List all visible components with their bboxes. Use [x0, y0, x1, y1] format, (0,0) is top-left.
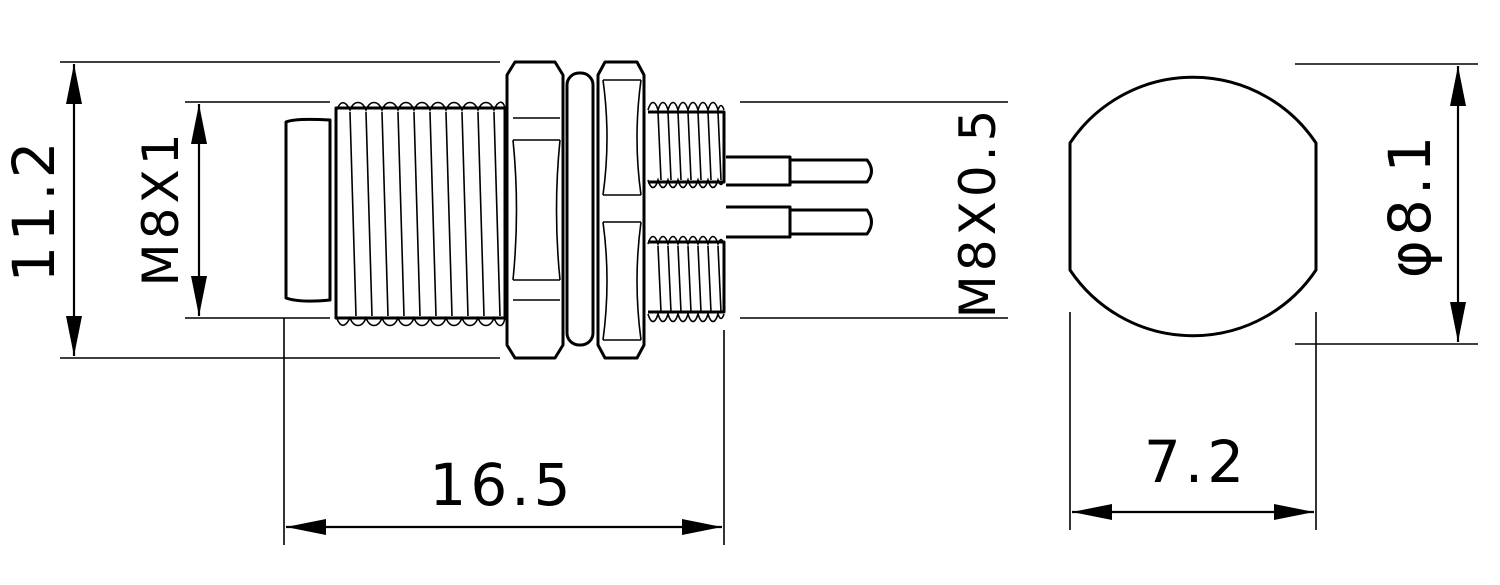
- contact-pins: [726, 155, 873, 239]
- dimension-label-front-thread: M8X1: [132, 129, 190, 286]
- o-ring: [565, 71, 595, 347]
- front-cap: [284, 117, 332, 303]
- dimension-11-2: 11.2: [0, 64, 82, 356]
- dimension-7-2: 7.2: [1072, 428, 1314, 520]
- dimension-m8x1: M8X1: [132, 104, 207, 316]
- dimension-label-overall-height: 11.2: [0, 137, 68, 282]
- side-view: 11.2 M8X1 M8X0.5 16.5: [0, 60, 1008, 545]
- front-view-outline: [1068, 75, 1318, 338]
- rear-thread-lower: [647, 235, 726, 323]
- dimension-label-flat-width: 7.2: [1144, 428, 1248, 496]
- front-hex-nut: [505, 60, 565, 360]
- rear-thread-upper: [647, 101, 726, 189]
- front-view: φ8.1 7.2: [1068, 63, 1478, 530]
- rear-hex-nut: [596, 60, 646, 360]
- dimension-m8x0-5: M8X0.5: [949, 106, 1007, 319]
- dimension-diameter-8-1: φ8.1: [1376, 66, 1466, 342]
- extension-lines-front: [1069, 63, 1478, 530]
- dimension-label-overall-length: 16.5: [429, 451, 574, 519]
- dimension-16-5: 16.5: [286, 451, 722, 535]
- dimension-label-rear-thread: M8X0.5: [949, 106, 1007, 319]
- front-thread: [334, 101, 507, 327]
- extension-lines-side: [60, 61, 1008, 545]
- dimension-label-diameter: φ8.1: [1376, 132, 1444, 279]
